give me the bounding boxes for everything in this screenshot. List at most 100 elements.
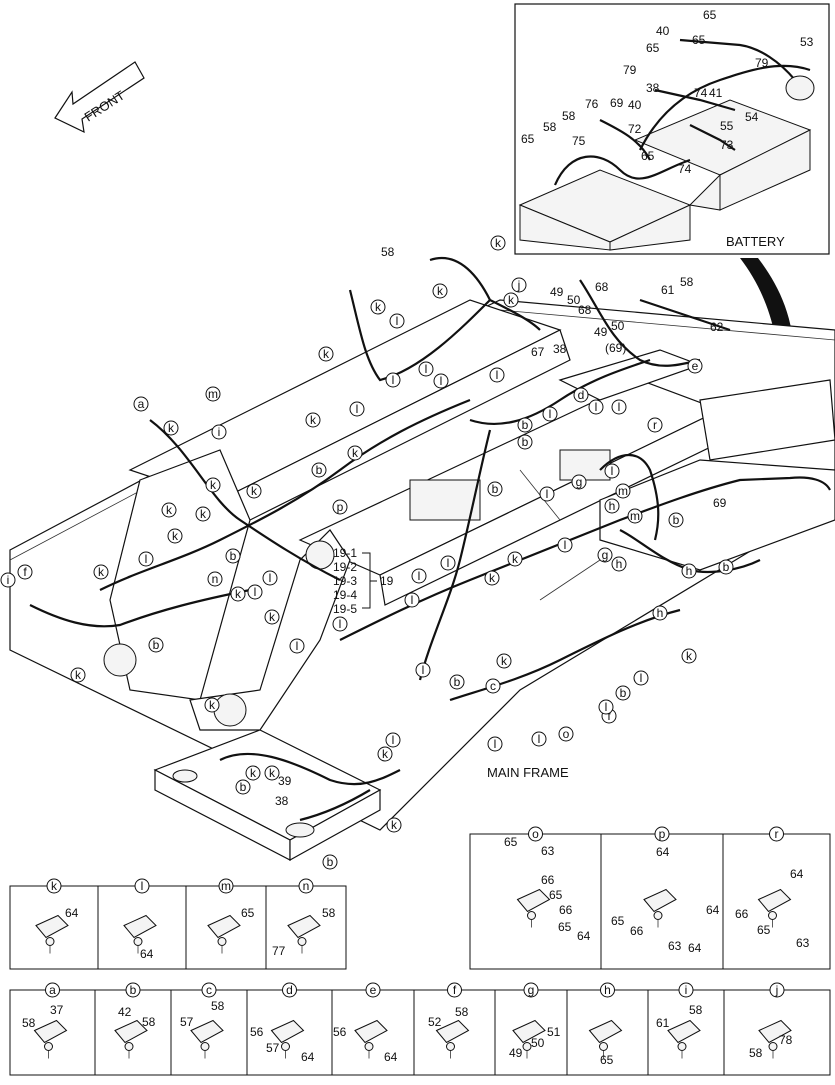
subpart-label: 19-4 [333, 588, 357, 602]
callout-g: g [571, 474, 587, 490]
subpart-label: 19-1 [333, 546, 357, 560]
detail-letter-f-text: f [453, 983, 457, 997]
subpart-label: 19-2 [333, 560, 357, 574]
callout-b-text: b [673, 513, 680, 527]
callout-l-text: l [392, 373, 395, 387]
callout-o-text: o [563, 727, 570, 741]
callout-r: r [647, 417, 663, 433]
callout-d: d [573, 387, 589, 403]
callout-k-text: k [98, 565, 105, 579]
callout-l-text: l [418, 569, 421, 583]
detail-panel-k: k64 [9, 878, 99, 970]
callout-l: l [440, 555, 456, 571]
detail-panels: k64l64m65n5877o65636665666564p6465666463… [9, 826, 831, 1076]
callout-l-text: l [425, 362, 428, 376]
callout-b: b [449, 674, 465, 690]
callout-b: b [487, 481, 503, 497]
callout-k-text: k [210, 478, 217, 492]
callout-p: p [332, 499, 348, 515]
callout-i: i [211, 424, 227, 440]
battery-callout: 69 [610, 96, 624, 110]
detail-part-number: 51 [547, 1025, 561, 1039]
callout-k: k [70, 667, 86, 683]
callout-k: k [496, 653, 512, 669]
callout-a-text: a [138, 397, 145, 411]
subpart-label: 19-5 [333, 602, 357, 616]
detail-part-number: 66 [630, 924, 644, 938]
battery-callout: 40 [628, 98, 642, 112]
main-frame-drawing: MAIN FRAME 19-119-219-319-419-519 584950… [0, 235, 835, 870]
callout-l: l [604, 463, 620, 479]
callout-l-text: l [564, 538, 567, 552]
detail-part-number: 58 [211, 999, 225, 1013]
detail-part-number: 64 [140, 947, 154, 961]
detail-panel-h: h65 [566, 982, 649, 1076]
callout-h-text: h [609, 499, 616, 513]
callout-l: l [588, 399, 604, 415]
part-callout: 39 [278, 774, 292, 788]
detail-part-number: 65 [558, 920, 572, 934]
callout-l-text: l [494, 737, 497, 751]
callout-l-text: l [145, 552, 148, 566]
callout-k-text: k [166, 503, 173, 517]
callout-k: k [377, 746, 393, 762]
callout-l: l [385, 732, 401, 748]
callout-l-text: l [595, 400, 598, 414]
callout-l: l [262, 570, 278, 586]
harness-19-subparts: 19-119-219-319-419-519 [333, 546, 394, 616]
detail-letter-o: o [528, 826, 543, 842]
callout-k-text: k [512, 552, 519, 566]
callout-e: e [687, 358, 703, 374]
callout-l: l [611, 399, 627, 415]
callout-l: l [531, 731, 547, 747]
callout-b-text: b [492, 482, 499, 496]
callout-l-text: l [422, 663, 425, 677]
callout-k: k [195, 506, 211, 522]
callout-l: l [138, 551, 154, 567]
part-callout: 49 [550, 285, 564, 299]
detail-part-number: 56 [250, 1025, 264, 1039]
detail-part-number: 63 [541, 844, 555, 858]
detail-letter-c-text: c [206, 983, 212, 997]
battery-callout: 40 [656, 24, 670, 38]
callout-k-text: k [352, 446, 359, 460]
callout-k-text: k [508, 293, 515, 307]
callout-b-text: b [153, 638, 160, 652]
callout-l: l [349, 401, 365, 417]
callout-b-text: b [327, 855, 334, 869]
detail-part-number: 63 [668, 939, 682, 953]
callout-k: k [681, 648, 697, 664]
callout-k: k [432, 283, 448, 299]
detail-part-number: 61 [656, 1016, 670, 1030]
detail-part-number: 58 [455, 1005, 469, 1019]
callout-k-text: k [251, 484, 258, 498]
battery-callout: 58 [562, 109, 576, 123]
callout-b-text: b [723, 560, 730, 574]
detail-part-number: 58 [142, 1015, 156, 1029]
callout-k: k [205, 477, 221, 493]
callout-k: k [230, 586, 246, 602]
callout-b: b [517, 417, 533, 433]
battery-callout: 38 [646, 81, 660, 95]
callout-k-text: k [168, 421, 175, 435]
part-callout: 69 [713, 496, 727, 510]
detail-letter-a: a [45, 982, 60, 998]
callout-l-text: l [538, 732, 541, 746]
detail-part-number: 64 [301, 1050, 315, 1064]
callout-l: l [385, 372, 401, 388]
detail-part-number: 66 [541, 873, 555, 887]
callout-k-text: k [686, 649, 693, 663]
callout-l: l [598, 699, 614, 715]
detail-part-number: 57 [266, 1041, 280, 1055]
battery-callout: 74 [678, 162, 692, 176]
callout-g-text: g [576, 475, 583, 489]
